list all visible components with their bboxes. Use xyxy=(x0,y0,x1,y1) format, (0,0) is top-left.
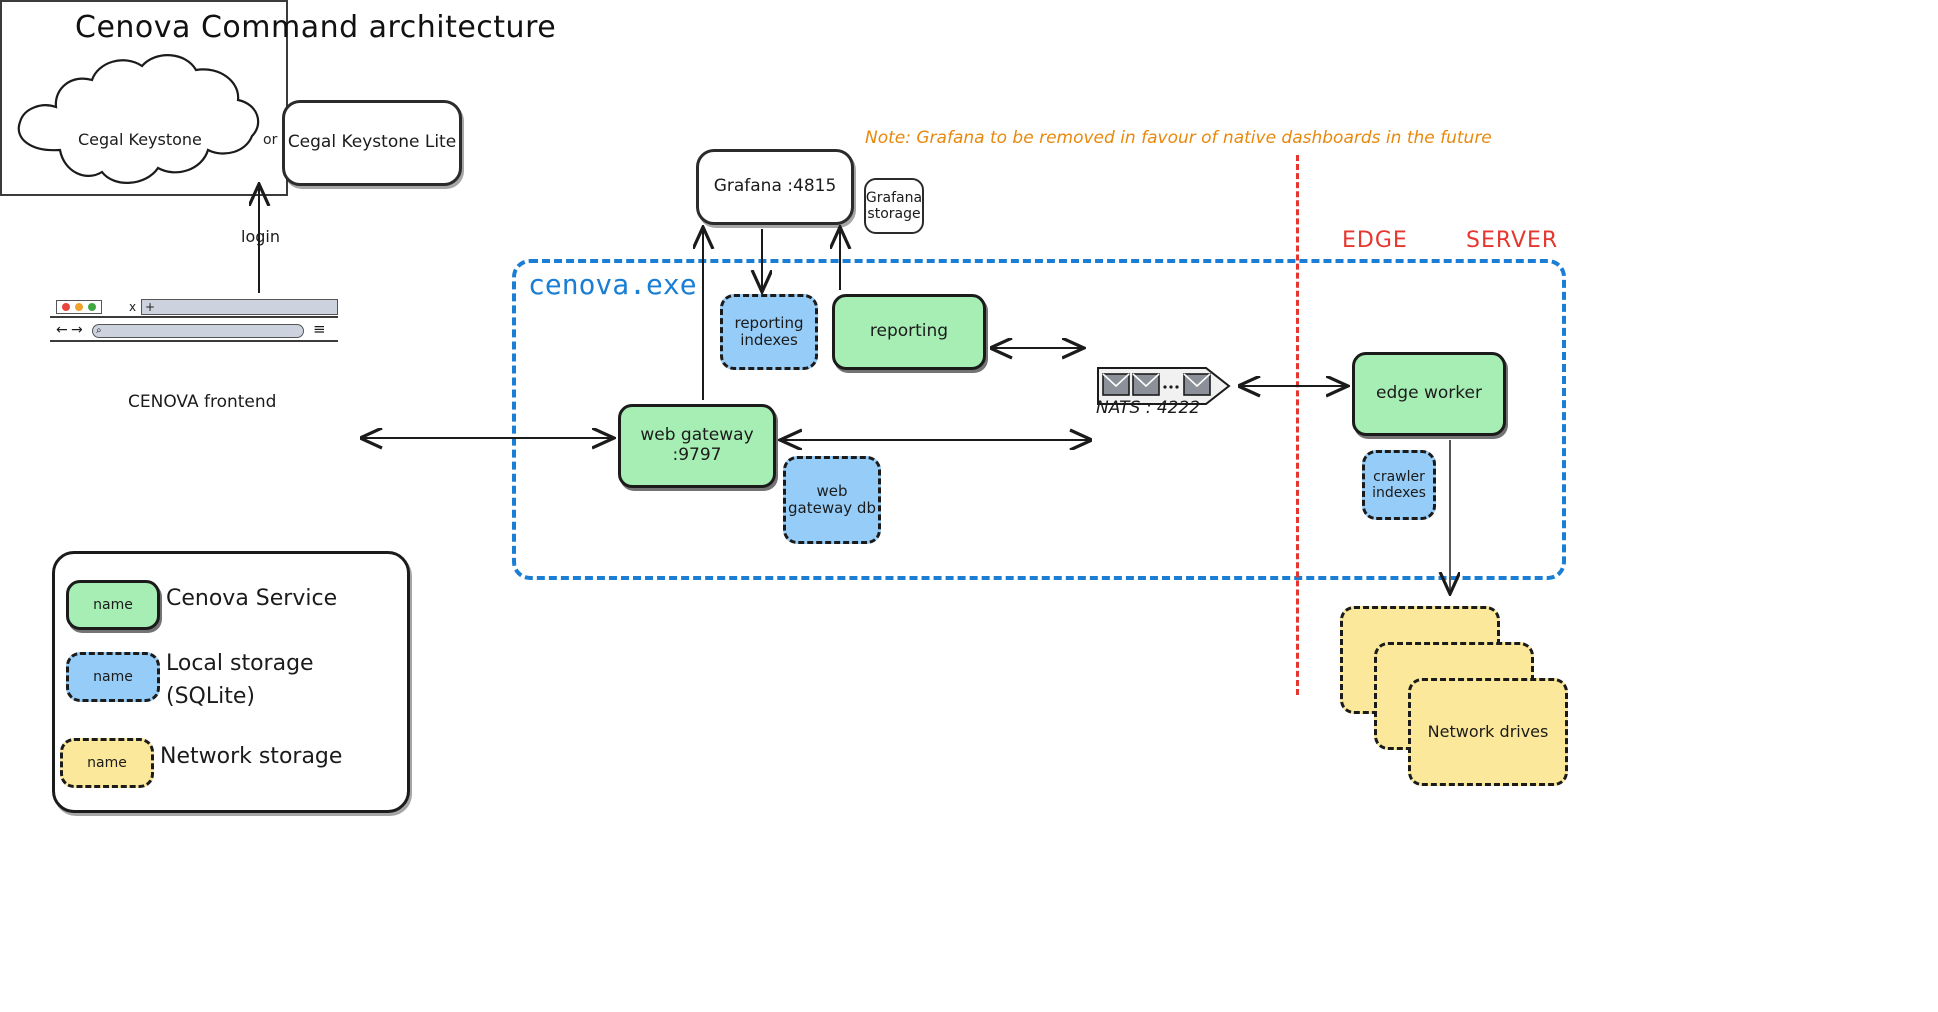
close-tab-icon[interactable]: x xyxy=(129,300,137,314)
window-traffic-lights xyxy=(56,300,102,314)
cenova-exe-container xyxy=(512,259,1566,580)
server-edge-divider xyxy=(1296,155,1299,695)
back-arrow-icon[interactable]: ← xyxy=(56,322,68,338)
legend-chip-local-storage: name xyxy=(66,652,160,702)
legend-label-service: Cenova Service xyxy=(166,586,338,611)
cenova-frontend-label: CENOVA frontend xyxy=(128,392,277,412)
legend-chip-network-storage: name xyxy=(60,738,154,788)
search-icon: ⌕ xyxy=(96,325,102,336)
grafana-label: Grafana :4815 xyxy=(713,176,837,197)
cegal-keystone-cloud-label: Cegal Keystone xyxy=(78,130,202,149)
cenova-exe-label: cenova.exe xyxy=(528,268,697,301)
legend-chip-service: name xyxy=(66,580,160,630)
nats-label: NATS : 4222 xyxy=(1096,398,1201,418)
edge-worker-label: edge worker xyxy=(1376,383,1482,404)
reporting-indexes-line1: reporting xyxy=(734,313,804,332)
web-gateway-line1: web gateway xyxy=(640,425,754,446)
crawler-indexes-line2: indexes xyxy=(1372,485,1426,501)
grafana-deprecation-note: Note: Grafana to be removed in favour of… xyxy=(865,128,1492,148)
grafana-storage-node[interactable]: Grafana storage xyxy=(864,178,924,234)
page-title: Cenova Command architecture xyxy=(75,10,557,45)
web-gateway-db-node[interactable]: web gateway db xyxy=(783,456,881,544)
cegal-keystone-lite-label: Cegal Keystone Lite xyxy=(287,132,457,153)
legend-chip-local-storage-label: name xyxy=(93,669,133,685)
maximize-window-dot[interactable] xyxy=(88,303,96,311)
web-gateway-line2: :9797 xyxy=(672,445,722,465)
legend-label-local-storage-line1: Local storage xyxy=(166,651,314,676)
network-drives-node[interactable]: Network drives xyxy=(1408,678,1568,786)
web-gateway-db-line1: web xyxy=(816,481,848,500)
or-label: or xyxy=(263,132,278,148)
reporting-indexes-node[interactable]: reporting indexes xyxy=(720,294,818,370)
web-gateway-node[interactable]: web gateway :9797 xyxy=(618,404,776,488)
close-window-dot[interactable] xyxy=(62,303,70,311)
crawler-indexes-node[interactable]: crawler indexes xyxy=(1362,450,1436,520)
grafana-storage-line2: storage xyxy=(867,206,921,222)
login-edge-label: login xyxy=(241,227,280,246)
legend-chip-service-label: name xyxy=(93,597,133,613)
new-tab-button[interactable]: + xyxy=(141,299,338,315)
legend-label-local-storage-line2: (SQLite) xyxy=(166,684,255,709)
network-drives-label: Network drives xyxy=(1427,721,1549,741)
forward-arrow-icon[interactable]: → xyxy=(71,322,83,338)
address-bar-input[interactable] xyxy=(92,324,304,338)
edge-worker-node[interactable]: edge worker xyxy=(1352,352,1506,436)
crawler-indexes-line1: crawler xyxy=(1373,468,1425,485)
legend-chip-network-storage-label: name xyxy=(87,755,127,771)
web-gateway-db-line2: gateway db xyxy=(788,499,876,517)
server-zone-label: SERVER xyxy=(1466,228,1559,253)
hamburger-menu-icon[interactable]: ≡ xyxy=(313,320,326,338)
legend-label-network-storage: Network storage xyxy=(160,744,343,769)
reporting-indexes-line2: indexes xyxy=(740,331,798,349)
edge-zone-label: EDGE xyxy=(1342,228,1408,253)
cegal-keystone-lite-node[interactable]: Cegal Keystone Lite xyxy=(282,100,462,186)
minimize-window-dot[interactable] xyxy=(75,303,83,311)
grafana-storage-line1: Grafana xyxy=(865,189,923,206)
grafana-node[interactable]: Grafana :4815 xyxy=(696,149,854,225)
reporting-service-label: reporting xyxy=(869,321,949,342)
reporting-service-node[interactable]: reporting xyxy=(832,294,986,370)
